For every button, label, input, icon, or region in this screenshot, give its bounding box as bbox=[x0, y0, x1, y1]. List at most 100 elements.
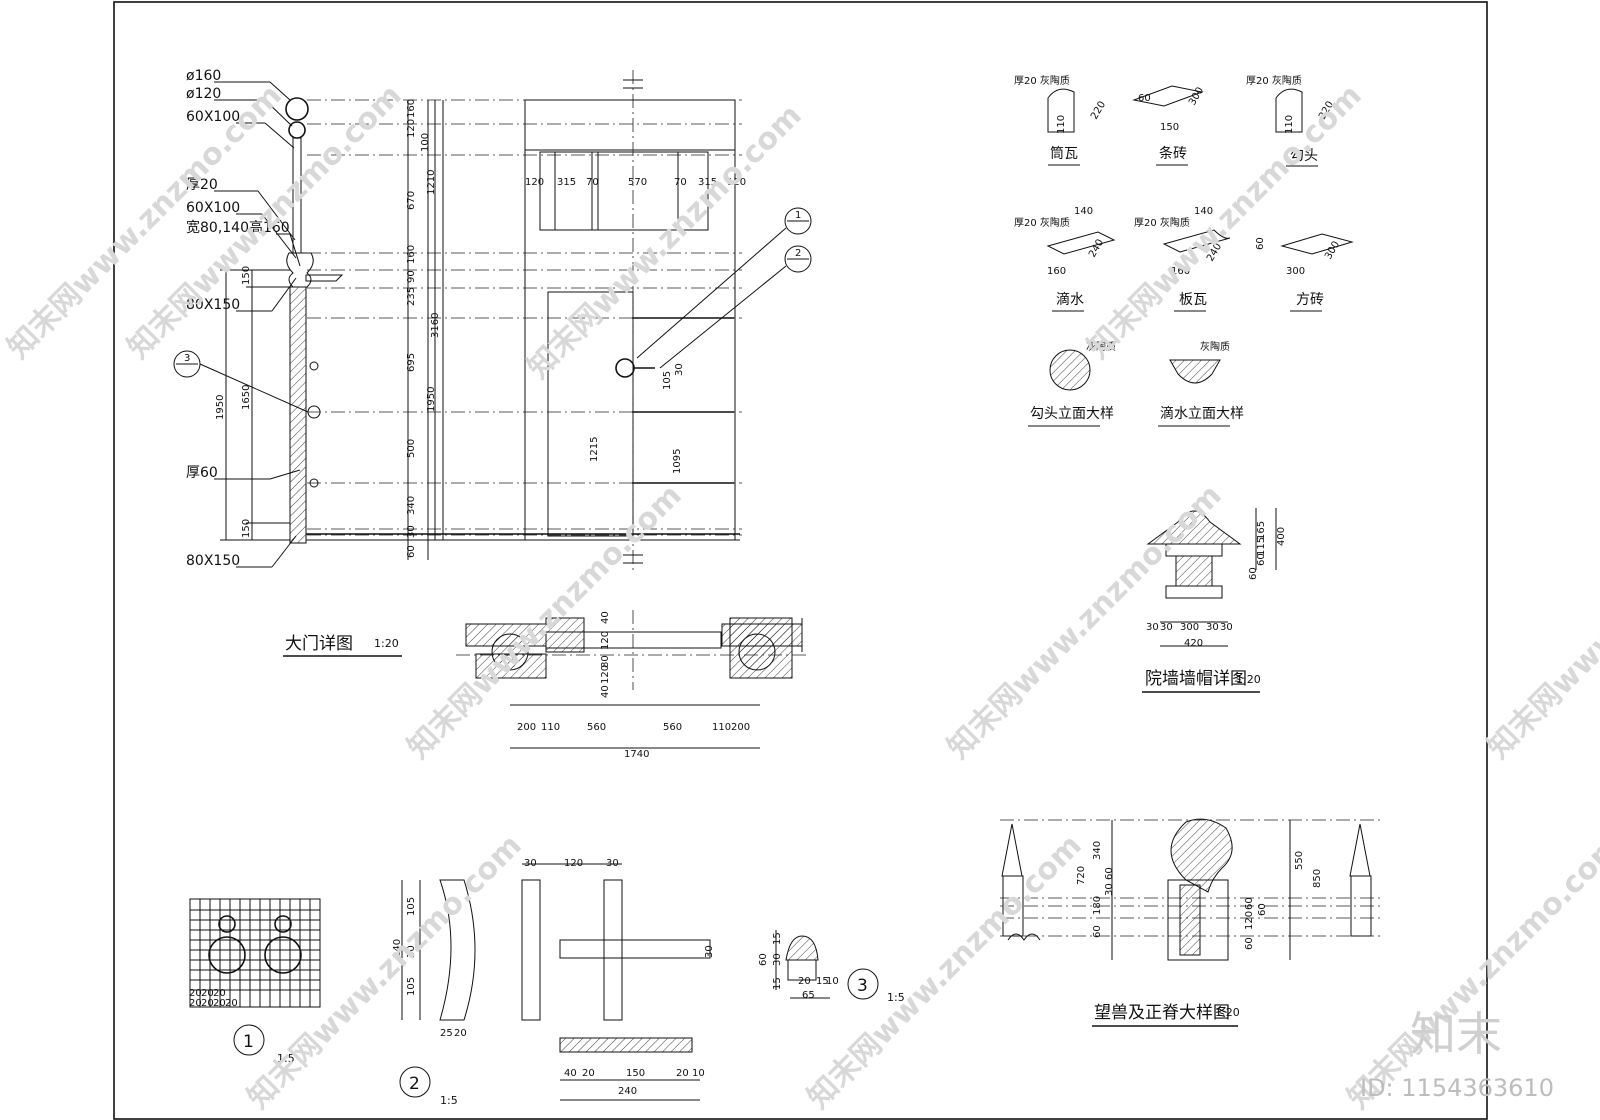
svg-text:400: 400 bbox=[1276, 527, 1287, 546]
svg-text:30: 30 bbox=[524, 858, 537, 869]
image-id: ID: 1154363610 bbox=[1360, 1074, 1554, 1102]
svg-text:160: 160 bbox=[406, 99, 417, 118]
svg-text:20: 20 bbox=[676, 1068, 689, 1079]
svg-text:110: 110 bbox=[1056, 115, 1067, 134]
svg-text:30: 30 bbox=[674, 363, 685, 376]
svg-text:20: 20 bbox=[225, 998, 238, 1009]
svg-text:60: 60 bbox=[1244, 897, 1255, 910]
svg-text:20: 20 bbox=[213, 988, 226, 999]
svg-text:240: 240 bbox=[618, 1086, 637, 1097]
svg-text:1650: 1650 bbox=[241, 385, 252, 410]
tile-name-tiaozhuan: 条砖 bbox=[1159, 145, 1187, 162]
svg-text:160: 160 bbox=[1047, 266, 1066, 277]
svg-text:30: 30 bbox=[1206, 622, 1219, 633]
svg-text:60: 60 bbox=[1256, 553, 1267, 566]
detail-3-marker bbox=[847, 968, 879, 1000]
svg-text:60: 60 bbox=[758, 953, 769, 966]
label-thick60: 厚60 bbox=[186, 465, 218, 481]
svg-text:60: 60 bbox=[1257, 903, 1268, 916]
svg-text:150: 150 bbox=[626, 1068, 645, 1079]
svg-text:120: 120 bbox=[727, 177, 746, 188]
svg-text:1:5: 1:5 bbox=[887, 991, 905, 1004]
svg-text:720: 720 bbox=[1076, 866, 1087, 885]
wallcap-scale: 1:20 bbox=[1236, 673, 1261, 686]
svg-text:知末网www.znzmo.com: 知末网www.znzmo.com bbox=[521, 98, 809, 386]
svg-text:120: 120 bbox=[406, 119, 417, 138]
svg-text:厚20 灰陶质: 厚20 灰陶质 bbox=[1014, 216, 1070, 229]
svg-text:60: 60 bbox=[1138, 93, 1151, 104]
svg-text:30: 30 bbox=[1160, 622, 1173, 633]
svg-text:115: 115 bbox=[1256, 537, 1267, 556]
beast-scale: 1:20 bbox=[1215, 1006, 1240, 1019]
sheet-frame bbox=[113, 1, 1488, 1120]
svg-text:15: 15 bbox=[816, 976, 829, 987]
svg-text:厚20 灰陶质: 厚20 灰陶质 bbox=[1134, 216, 1190, 229]
wall-cap-detail: 165 115 60 400 60 30 30 300 30 30 420 院墙… bbox=[1142, 508, 1287, 693]
ridge-beast-detail: 340 720 60 180 30 60 550 850 60 120 60 6… bbox=[1000, 818, 1380, 1027]
svg-text:20: 20 bbox=[189, 998, 202, 1009]
finial-neck bbox=[288, 121, 306, 139]
svg-text:500: 500 bbox=[406, 439, 417, 458]
svg-text:560: 560 bbox=[587, 722, 606, 733]
svg-text:150: 150 bbox=[1160, 122, 1179, 133]
svg-text:灰陶质: 灰陶质 bbox=[1086, 340, 1116, 353]
tile-name-tongwa: 筒瓦 bbox=[1050, 145, 1078, 162]
svg-text:120: 120 bbox=[600, 631, 611, 650]
svg-text:30: 30 bbox=[406, 525, 417, 538]
svg-text:30: 30 bbox=[772, 953, 783, 966]
svg-text:670: 670 bbox=[406, 191, 417, 210]
svg-text:315: 315 bbox=[557, 177, 576, 188]
svg-text:15: 15 bbox=[772, 932, 783, 945]
label-thick20: 厚20 bbox=[186, 177, 218, 193]
ridge-beast bbox=[1170, 818, 1233, 893]
svg-text:90: 90 bbox=[406, 270, 417, 283]
svg-text:60: 60 bbox=[1255, 237, 1266, 250]
svg-text:120: 120 bbox=[564, 858, 583, 869]
svg-text:120: 120 bbox=[1244, 911, 1255, 930]
svg-text:340: 340 bbox=[406, 496, 417, 515]
callout-2 bbox=[784, 245, 812, 273]
svg-text:70: 70 bbox=[674, 177, 687, 188]
svg-text:10: 10 bbox=[826, 976, 839, 987]
callout-1 bbox=[784, 207, 812, 235]
svg-text:160: 160 bbox=[1171, 266, 1190, 277]
eave-tile-medallion bbox=[1049, 349, 1091, 391]
svg-text:40: 40 bbox=[564, 1068, 577, 1079]
tile-name-fangzhuan: 方砖 bbox=[1296, 292, 1324, 308]
wallcap-title: 院墙墙帽详图 bbox=[1145, 669, 1247, 689]
svg-text:20: 20 bbox=[582, 1068, 595, 1079]
svg-text:120: 120 bbox=[525, 177, 544, 188]
svg-text:2: 2 bbox=[795, 248, 801, 259]
svg-text:695: 695 bbox=[406, 353, 417, 372]
svg-text:1950: 1950 bbox=[215, 395, 226, 420]
label-d160: ø160 bbox=[186, 68, 221, 84]
label-width-height: 宽80,140高160 bbox=[186, 219, 290, 236]
svg-text:2: 2 bbox=[409, 1074, 420, 1094]
svg-text:110: 110 bbox=[712, 722, 731, 733]
drip-tile-medallion bbox=[1169, 359, 1221, 384]
svg-text:70: 70 bbox=[586, 177, 599, 188]
svg-text:20: 20 bbox=[201, 988, 214, 999]
svg-text:200: 200 bbox=[517, 722, 536, 733]
svg-text:20: 20 bbox=[201, 998, 214, 1009]
svg-text:300: 300 bbox=[1286, 266, 1305, 277]
svg-text:60: 60 bbox=[1248, 567, 1259, 580]
svg-text:220: 220 bbox=[1089, 99, 1108, 121]
svg-text:235: 235 bbox=[406, 287, 417, 306]
svg-text:300: 300 bbox=[1323, 239, 1342, 261]
label-60x100-b: 60X100 bbox=[186, 200, 240, 216]
svg-text:20: 20 bbox=[189, 988, 202, 999]
svg-text:20: 20 bbox=[798, 976, 811, 987]
svg-text:30: 30 bbox=[1104, 883, 1115, 896]
tile-name-dishui: 滴水 bbox=[1056, 291, 1084, 308]
svg-text:25: 25 bbox=[440, 1028, 453, 1039]
detail-2: 105 30 105 240 30 120 30 25 20 30 40 20 … bbox=[392, 858, 715, 1107]
svg-text:40: 40 bbox=[600, 611, 611, 624]
svg-text:180: 180 bbox=[1092, 896, 1103, 915]
svg-text:10: 10 bbox=[692, 1068, 705, 1079]
svg-text:550: 550 bbox=[1294, 851, 1305, 870]
svg-text:知末网www.znzmo.com: 知末网www.znzmo.com bbox=[1081, 78, 1369, 366]
svg-text:30: 30 bbox=[406, 945, 417, 958]
door-knocker bbox=[615, 358, 635, 378]
